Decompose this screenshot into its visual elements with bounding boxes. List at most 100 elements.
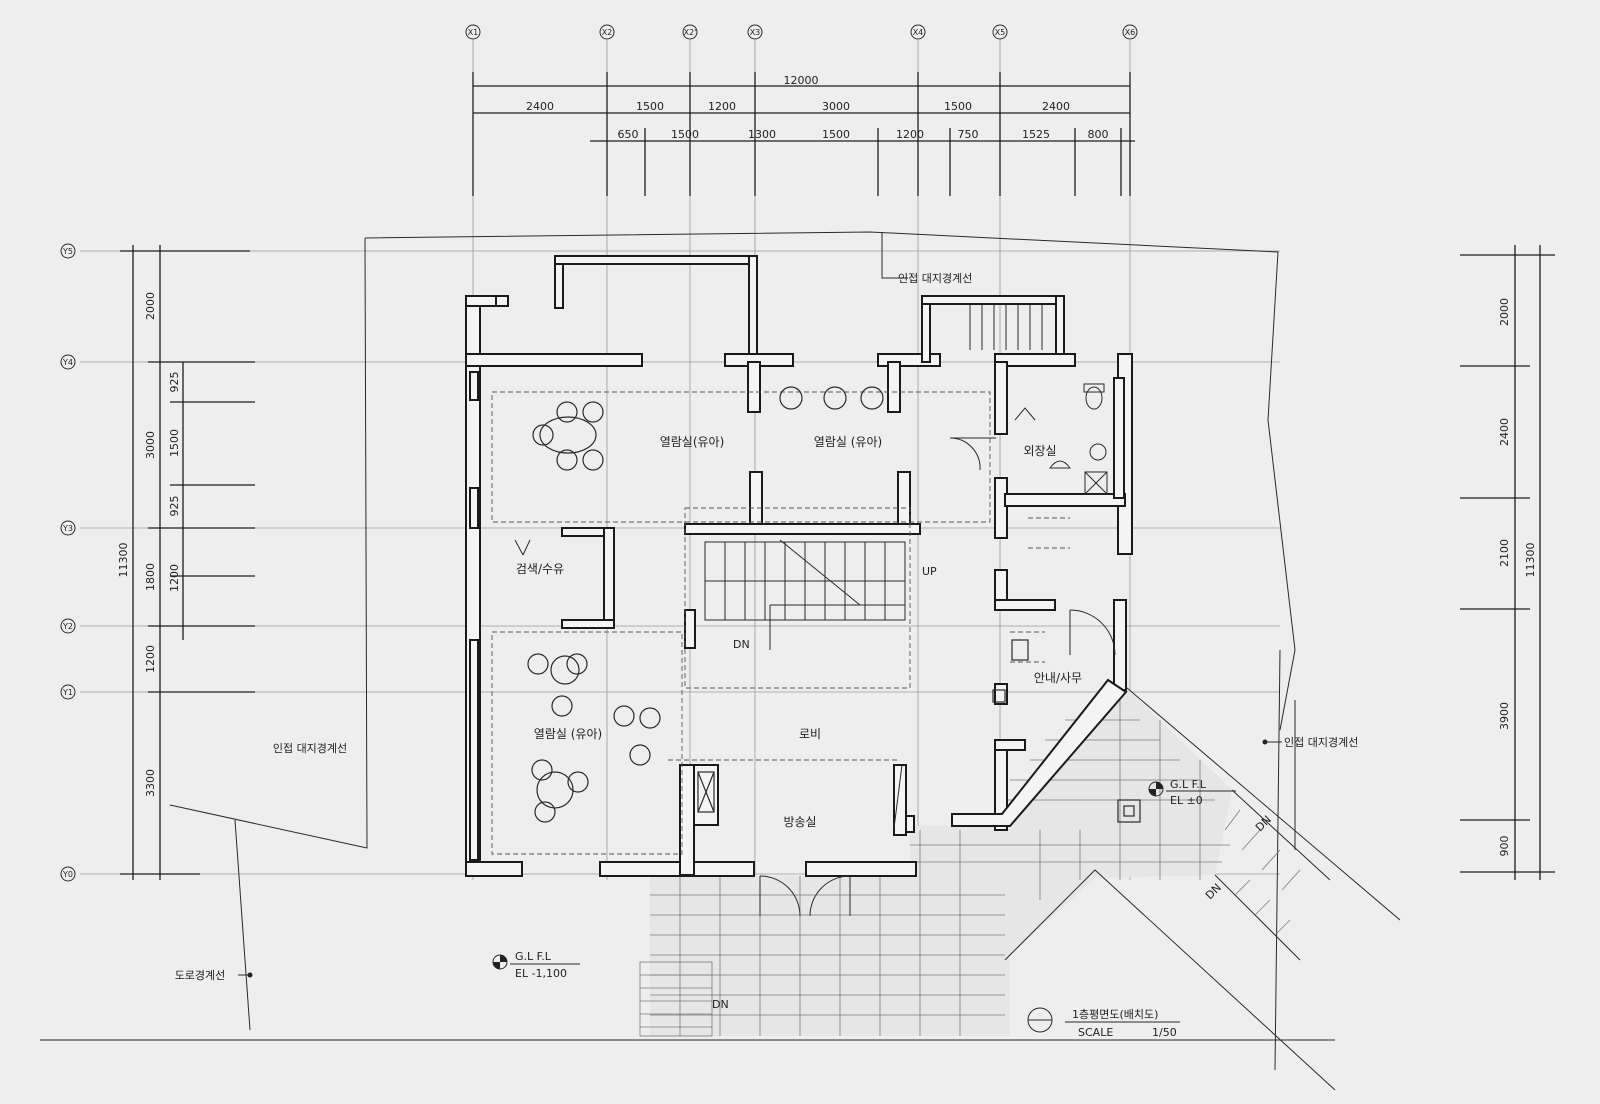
grid-label-y2: Y2 [62,622,73,631]
grid-label-x6: X6 [1125,28,1136,37]
site-boundaries [40,231,1335,1071]
grid-label-x5: X5 [995,28,1006,37]
dim-right-total: 11300 [1524,543,1537,578]
grid-bubble-x1: X1 [465,24,481,40]
grid-label-x2: X2 [602,28,613,37]
dim-top-2: 1500 [636,100,664,113]
road-boundary-label: 도로경계선 [175,969,226,982]
boundary-label-right: 인접 대지경계선 [1284,736,1358,749]
ramp-dn-label-1: DN [1253,813,1274,834]
grid-bubble-x2p: X2' [682,24,698,40]
grid-bubble-x3: X3 [747,24,763,40]
level-right-el: EL ±0 [1170,794,1203,807]
dim-top2-7: 1525 [1022,128,1050,141]
grid-label-y3: Y3 [62,524,73,533]
room-broadcast: 방송실 [783,815,816,829]
dim-left-1: 2000 [144,292,157,320]
grid-bubbles-y: Y5 Y4 Y3 Y2 Y1 Y0 [60,243,76,882]
dim-left-3: 1800 [144,563,157,591]
left-dimensions: 11300 2000 3000 1800 1200 3300 925 1500 … [117,245,255,880]
dim-top-3: 1200 [708,100,736,113]
grid-bubble-x4: X4 [910,24,926,40]
dim-top2-6: 750 [958,128,979,141]
dim-right-4: 3900 [1498,702,1511,730]
drawing-title: 1층평면도(배치도) [1072,1008,1158,1021]
dim-left-total: 11300 [117,543,130,578]
grid-bubble-y4: Y4 [60,354,76,370]
dim-top2-2: 1500 [671,128,699,141]
central-stair: UP DN [704,539,937,651]
restroom-fixtures [1014,383,1108,495]
entry-steps [639,961,713,1037]
dim-right-5: 900 [1498,836,1511,857]
dim-top2-1: 650 [618,128,639,141]
right-dimensions: 11300 2000 2400 2100 3900 900 [1460,245,1555,880]
dim-top2-3: 1300 [748,128,776,141]
room-restroom: 외장실 [1023,444,1056,458]
room-reading-infant-bottom: 열람실 (유아) [534,727,602,741]
room-info: 안내/사무 [1034,671,1082,685]
dim-top2-4: 1500 [822,128,850,141]
dim-left-inner-1: 925 [168,372,181,393]
dim-left-inner-3: 925 [168,496,181,517]
dim-top2-5: 1200 [896,128,924,141]
dim-top-6: 2400 [1042,100,1070,113]
dim-top2-8: 800 [1088,128,1109,141]
grid-bubble-x6: X6 [1122,24,1138,40]
level-right-gl: G.L F.L [1170,778,1207,791]
stair-up-label: UP [922,565,937,578]
grid-bubble-y2: Y2 [60,618,76,634]
dim-left-inner-2: 1500 [168,429,181,457]
grid-label-x1: X1 [468,28,479,37]
grid-label-x3: X3 [750,28,761,37]
grid-bubble-x5: X5 [992,24,1008,40]
paving-areas [650,681,1401,1091]
boundary-label-left: 인접 대지경계선 [273,742,347,755]
dim-left-inner-4: 1200 [168,564,181,592]
grid-label-y4: Y4 [62,358,73,367]
dim-top-total: 12000 [784,74,819,87]
dim-right-2: 2400 [1498,418,1511,446]
top-dimensions: 12000 2400 1500 1200 3000 1500 2400 650 … [472,72,1135,196]
grid-bubble-x2: X2 [599,24,615,40]
ramp-dn-label-2: DN [1203,881,1224,902]
boundary-label-top: 인접 대지경계선 [898,272,972,285]
furniture [527,386,1141,823]
grid-label-y5: Y5 [62,247,73,256]
grid-label-x4: X4 [913,28,924,37]
grid-bubbles-x: X1 X2 X2' X3 X4 X5 X6 [465,24,1138,40]
level-marker-right: G.L F.L EL ±0 [1148,778,1236,807]
stair-dn-label: DN [733,638,750,651]
grid-bubble-y0: Y0 [60,866,76,882]
scale-label: SCALE [1078,1026,1113,1039]
walls [465,255,1133,877]
dim-right-1: 2000 [1498,298,1511,326]
scale-value: 1/50 [1152,1026,1177,1039]
room-labels: 열람실(유아) 열람실 (유아) 검색/수유 열람실 (유아) 로비 방송실 외… [516,435,1082,829]
grid-bubble-y5: Y5 [60,243,76,259]
dim-top-5: 1500 [944,100,972,113]
dim-right-3: 2100 [1498,539,1511,567]
room-reading-infant-mid: 열람실 (유아) [814,435,882,449]
level-marker-left: G.L F.L EL -1,100 [492,950,580,980]
level-left-el: EL -1,100 [515,967,567,980]
room-reading-infant-top: 열람실(유아) [660,435,725,449]
doors [514,437,1116,917]
dashed-lines [491,391,1070,855]
dim-left-2: 3000 [144,431,157,459]
room-search: 검색/수유 [516,562,564,576]
grid-label-y1: Y1 [62,688,73,697]
level-left-gl: G.L F.L [515,950,552,963]
grid-bubble-y3: Y3 [60,520,76,536]
dim-top-4: 3000 [822,100,850,113]
grid-bubble-y1: Y1 [60,684,76,700]
room-lobby: 로비 [799,727,821,741]
dim-left-5: 3300 [144,769,157,797]
dim-left-4: 1200 [144,645,157,673]
entry-dn-label: DN [712,998,729,1011]
grid-label-y0: Y0 [62,870,73,879]
dim-top-1: 2400 [526,100,554,113]
grid-label-x2p: X2' [684,28,697,37]
title-block: 1층평면도(배치도) SCALE 1/50 [1027,1007,1180,1039]
